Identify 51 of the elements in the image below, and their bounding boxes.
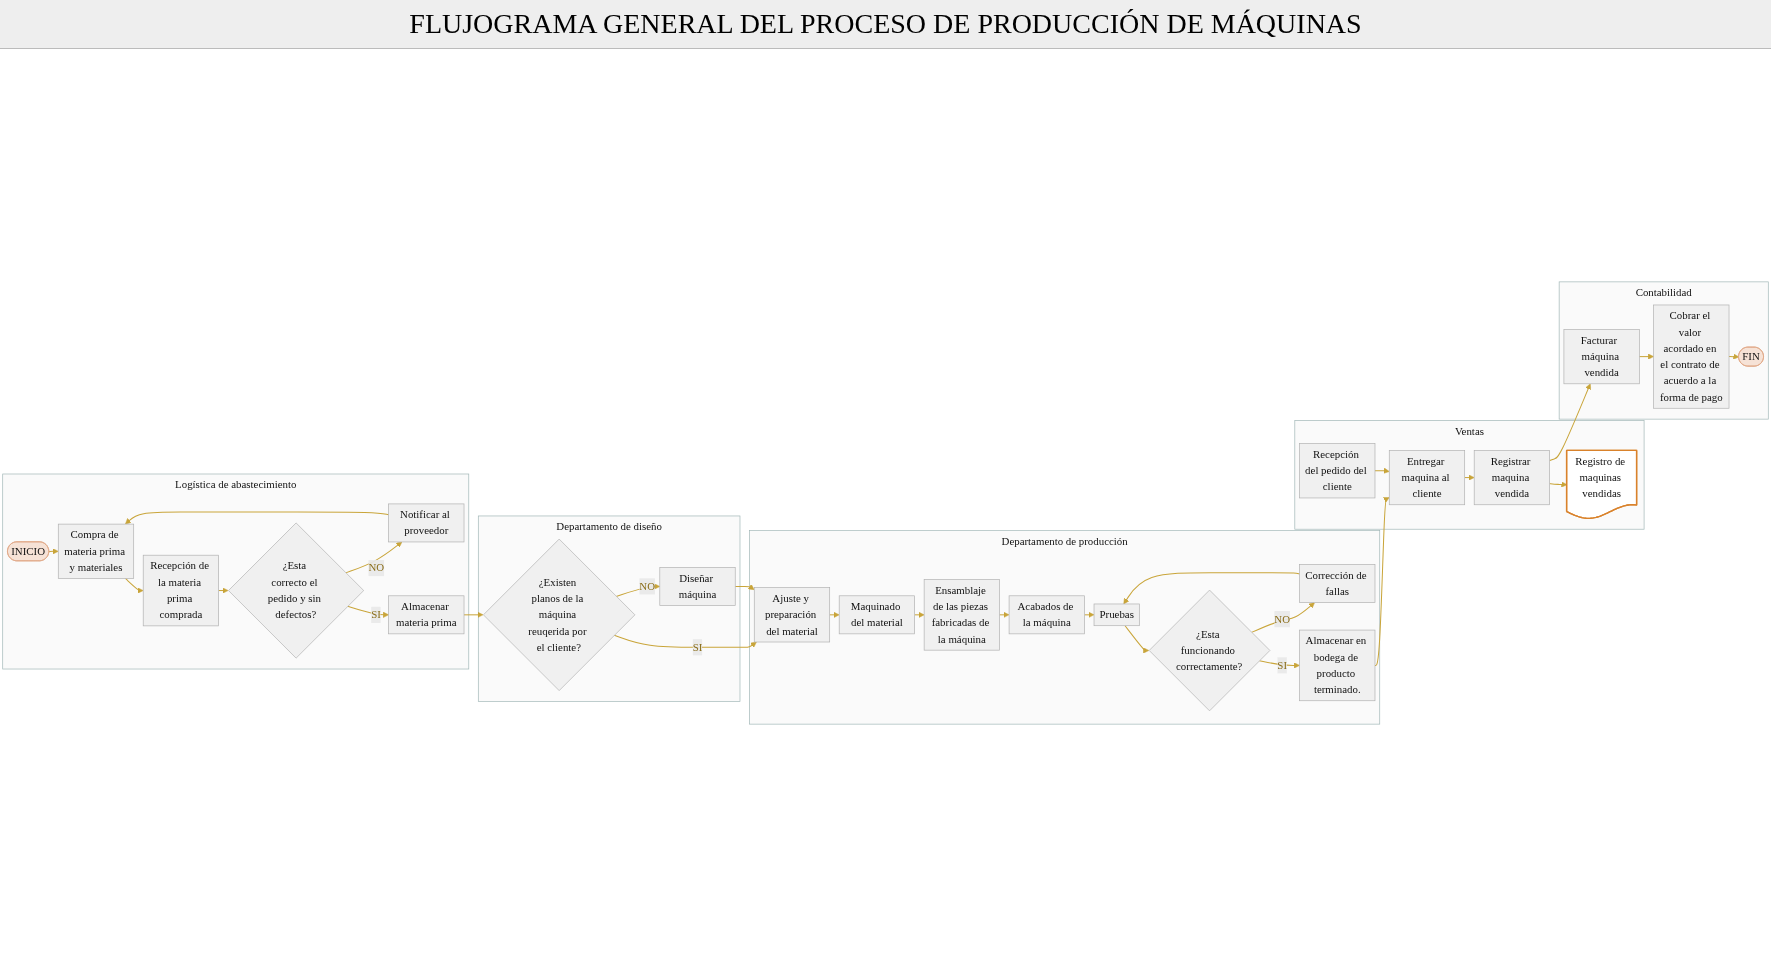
arrow: [218, 587, 229, 594]
arrow: [1124, 625, 1150, 654]
node-box: Compra de materia prima y materiales: [57, 523, 135, 579]
node-box: Corrección de fallas: [1299, 564, 1376, 603]
node-box: Cobrar el valor acordado en el contrato de acuerdo a la forma de pago: [1653, 304, 1730, 409]
edge-label: SI: [371, 608, 381, 621]
arrow: [1258, 660, 1300, 669]
node-box: Recepción de la materia prima comprada: [142, 554, 219, 627]
node-box: Facturar máquina vendida: [1563, 329, 1640, 385]
arrow: [829, 611, 840, 618]
arrow: [48, 548, 59, 555]
node-box: Recepción del pedido del cliente: [1299, 443, 1376, 499]
arrow: [613, 634, 757, 648]
node-box: Entregar maquina al cliente: [1388, 450, 1466, 506]
arrow: [1251, 602, 1315, 633]
diagram-title: FLUJOGRAMA GENERAL DEL PROCESO DE PRODUCCIÓN DE MÁQUINAS: [0, 0, 1771, 49]
edge-label: SI: [1277, 659, 1288, 671]
arrow: [1549, 383, 1591, 462]
node-diamond: ¿Existen planos de la máquina reuqerida por el cliente?: [483, 538, 636, 691]
node-box: Acabados de la máquina: [1008, 595, 1085, 635]
arrow: [345, 541, 403, 574]
arrow: [1549, 481, 1568, 488]
node-box: Almacenar en bodega de producto terminado.: [1299, 629, 1376, 702]
node-box: Diseñar máquina: [659, 567, 736, 606]
arrow: [1464, 474, 1475, 481]
arrow: [734, 584, 755, 590]
arrow: [1123, 572, 1301, 605]
edge-label: NO: [639, 580, 656, 592]
node-box: Notificar al proveedor: [388, 503, 465, 543]
arrow: [1374, 467, 1390, 474]
arrow: [463, 611, 484, 618]
arrow: [1084, 611, 1095, 618]
edge-label: SI: [692, 641, 703, 653]
arrow: [347, 605, 389, 618]
arrow: [999, 611, 1010, 618]
node-box: Registrar maquina vendida: [1473, 450, 1550, 506]
arrow: [124, 577, 144, 594]
node-diamond: ¿Esta funcionando correctamente?: [1148, 589, 1271, 712]
arrow: [914, 611, 925, 618]
arrow: [1728, 353, 1740, 360]
edge-label: NO: [1274, 613, 1291, 625]
node-box: Maquinado del material: [838, 595, 915, 635]
node-diamond: ¿Esta correcto el pedido y sin defectos?: [228, 522, 365, 659]
node-box: Pruebas: [1093, 603, 1140, 627]
node-box: Almacenar materia prima: [388, 595, 465, 635]
edge-label: NO: [368, 561, 385, 574]
arrow: [1374, 497, 1390, 666]
node-box: Ensamblaje de las piezas fabricadas de la máquina: [923, 579, 1000, 651]
arrow: [125, 511, 390, 525]
arrow: [1638, 353, 1654, 360]
node-box: Ajuste y preparación del material: [753, 587, 831, 643]
